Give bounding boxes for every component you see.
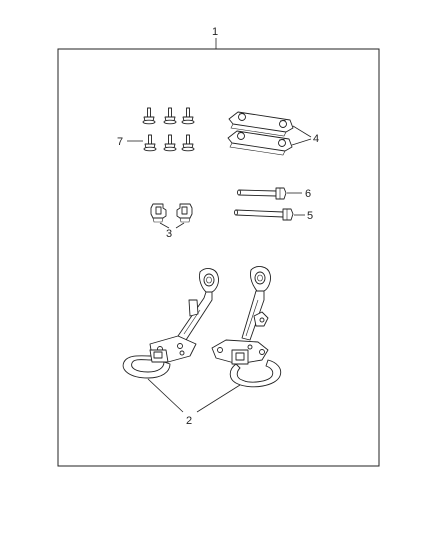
callout-5: 5 [307,210,313,222]
fastener-bolt-3 [181,107,195,125]
fastener-bolt-1 [142,107,156,125]
tow-hook-left [122,268,219,379]
leader-line-clips-b [175,222,185,229]
fastener-bolt-6 [181,134,195,152]
fastener-group [142,107,195,152]
callout-7: 7 [117,136,123,148]
fastener-bolt-4 [143,134,157,152]
callout-1: 1 [212,26,218,38]
callout-2: 2 [186,415,192,427]
callout-3: 3 [166,228,172,240]
fastener-bolt-2 [163,107,177,125]
mounting-plate-upper [228,111,294,137]
leader-line-plates-a [292,125,312,138]
leader-line-plates-b [291,138,312,146]
clip-right [176,203,193,223]
callout-4: 4 [313,133,319,145]
mounting-plate-lower [227,130,293,156]
fastener-bolt-5 [163,134,177,152]
leader-line-hooks-a [147,378,184,413]
short-bolt [237,187,287,200]
callout-6: 6 [305,188,311,200]
tow-hook-right [211,266,282,388]
leader-line-clips-a [159,222,170,229]
leader-line-hooks-b [196,384,241,413]
long-bolt [234,208,294,221]
kit-frame [57,48,380,467]
clip-left [150,203,167,223]
